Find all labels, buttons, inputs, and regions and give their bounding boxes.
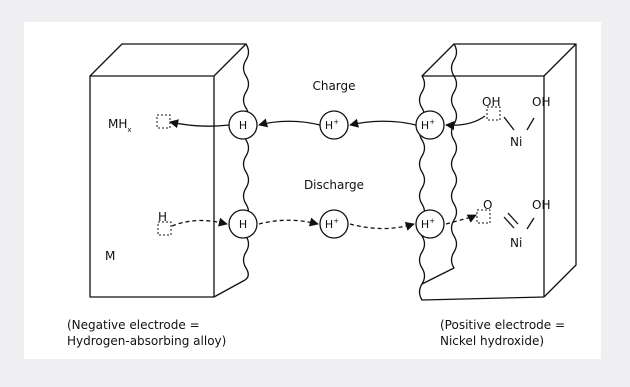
svg-text:H: H (239, 119, 247, 132)
svg-text:H+: H+ (325, 118, 339, 132)
svg-text:H: H (239, 218, 247, 231)
positive-wavy-edge (418, 75, 545, 301)
discharge-arrow-2 (258, 217, 319, 227)
discharge-arrow-3 (349, 221, 415, 231)
oh-top-left: OH (482, 95, 500, 109)
svg-text:H+: H+ (325, 217, 339, 231)
svg-text:H+: H+ (421, 118, 435, 132)
site-o-bottom (476, 209, 491, 224)
negative-wavy-edge (213, 43, 250, 298)
site-mhx (156, 114, 171, 129)
battery-reaction-diagram: Charge Discharge H H+ H+ H H+ H+ MHx H M… (89, 43, 577, 301)
charge-arrow-3 (258, 118, 321, 128)
site-oh-top (486, 106, 501, 121)
discharge-arrow-4 (445, 214, 477, 225)
charge-arrow-2 (349, 118, 417, 128)
oh-bottom-right: OH (532, 198, 550, 212)
oh-top-right: OH (532, 95, 550, 109)
ni-top: Ni (510, 135, 522, 149)
ni-bottom: Ni (510, 236, 522, 250)
h-circle-discharge (228, 209, 258, 239)
svg-text:H+: H+ (421, 217, 435, 231)
positive-electrode-block (418, 43, 577, 301)
site-h-left (157, 221, 172, 236)
charge-arrow-4 (169, 119, 230, 129)
o-bottom: O (483, 198, 492, 212)
negative-electrode-caption: (Negative electrode = Hydrogen-absorbing… (67, 318, 227, 348)
h-plus-circle-discharge-middle (319, 209, 349, 239)
h-label-left: H (158, 210, 167, 224)
negative-electrode-block (89, 43, 250, 298)
discharge-label: Discharge (304, 178, 364, 192)
diagram-panel: Charge Discharge H H+ H+ H H+ H+ MHx H M… (24, 22, 601, 359)
discharge-arrow-1 (171, 217, 228, 227)
charge-arrow-1 (445, 115, 486, 131)
charge-label: Charge (312, 79, 355, 93)
h-plus-circle-discharge-right (415, 209, 445, 239)
m-label: M (105, 249, 115, 263)
mhx-label: MHx (108, 117, 132, 134)
positive-electrode-caption: (Positive electrode = Nickel hydroxide) (440, 318, 566, 348)
